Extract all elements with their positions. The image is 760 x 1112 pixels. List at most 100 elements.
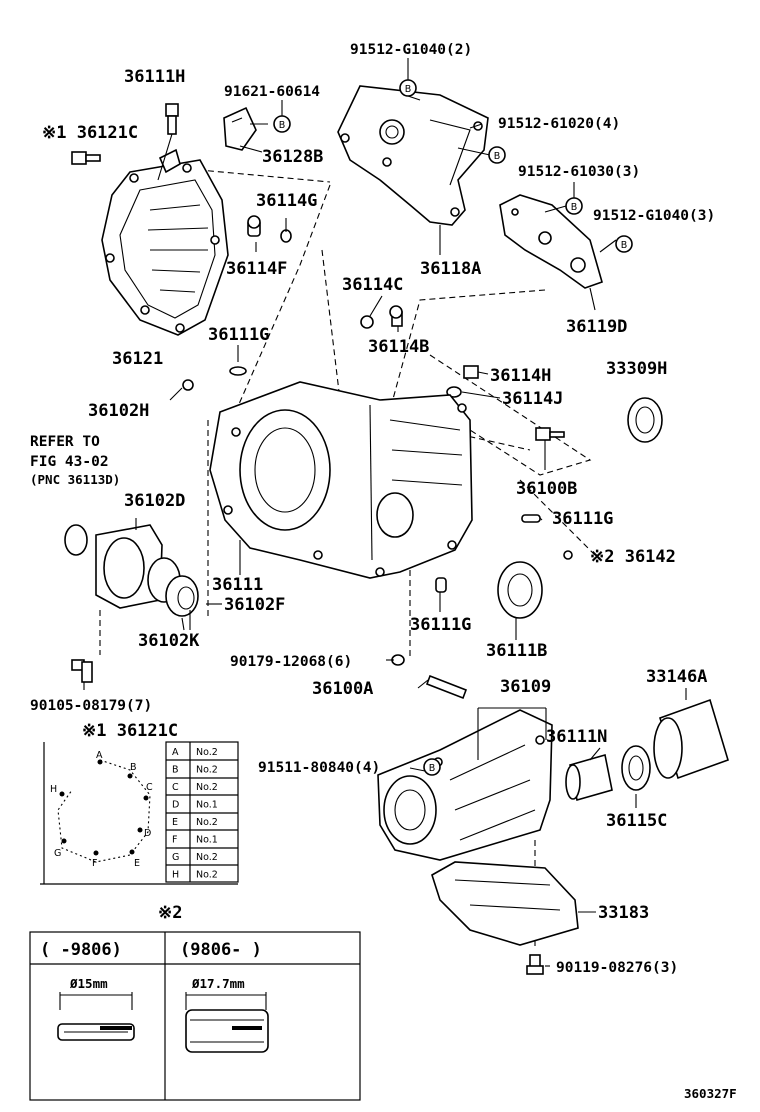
b-marker-3: B (494, 151, 501, 162)
label-91512-61030-3: 91512-61030(3) (518, 164, 640, 180)
label-36128b: 36128B (262, 147, 323, 167)
bolt-letter-c: C (146, 782, 153, 793)
label-36114h: 36114H (490, 366, 551, 386)
bolt-letter-g: G (54, 848, 61, 859)
b-marker-4: B (571, 202, 578, 213)
label-36111g-b: 36111G (552, 509, 613, 529)
label-33309h: 33309H (606, 359, 667, 379)
label-91512-g1040-2: 91512-G1040(2) (350, 42, 472, 58)
b-markers: B B B B B B (273, 79, 633, 776)
bolt-table-key: E (172, 817, 178, 828)
label-36119d: 36119D (566, 317, 627, 337)
small-parts (182, 215, 573, 666)
rear-cover-36121 (101, 148, 229, 336)
bolt-table-key: G (172, 852, 179, 863)
guard-33183 (431, 861, 596, 946)
label-36114c: 36114C (342, 275, 403, 295)
bracket-36119D (499, 194, 603, 311)
bolt-letter-f: F (92, 858, 97, 869)
bracket-36118A (337, 85, 489, 255)
label-36109: 36109 (500, 677, 551, 697)
label-36121c: ※1 36121C (42, 123, 138, 143)
extension-36102D (64, 524, 222, 630)
label-33146a: 33146A (646, 667, 707, 687)
label-91512-61020-4: 91512-61020(4) (498, 116, 620, 132)
adapter-36109 (377, 707, 553, 861)
seal-33309H (627, 397, 663, 443)
label-36111b: 36111B (486, 641, 547, 661)
bolt-table-value: No.1 (196, 800, 218, 811)
bolt-letter-a: A (96, 750, 103, 761)
seal-size-box: ( -9806) (9806- ) Ø15mm Ø17.7mm (29, 931, 361, 1101)
label-note2: ※2 (158, 903, 182, 923)
bolt-table-key: C (172, 782, 179, 793)
b-marker-6: B (429, 763, 436, 774)
label-36102f: 36102F (224, 595, 285, 615)
label-36111n: 36111N (546, 727, 607, 747)
bolt-table-value: No.2 (196, 870, 218, 881)
transfer-case-36111 (209, 381, 473, 579)
seal-col2-dim: Ø17.7mm (191, 976, 245, 991)
bolt-table-key: B (172, 765, 179, 776)
leader-lines (83, 58, 687, 967)
label-36111g-a: 36111G (208, 325, 269, 345)
label-36102k: 36102K (138, 631, 200, 651)
label-36114g: 36114G (256, 191, 317, 211)
bolt-table-value: No.2 (196, 782, 218, 793)
sleeves (565, 698, 729, 802)
label-36114f: 36114F (226, 259, 287, 279)
label-90119: 90119-08276(3) (556, 960, 678, 976)
plug-36111H (157, 103, 179, 181)
bolt-letter-e: E (134, 858, 140, 869)
label-36102h: 36102H (88, 401, 149, 421)
bolt-36100B (535, 427, 565, 470)
label-36111g-c: 36111G (410, 615, 471, 635)
label-36111h: 36111H (124, 67, 185, 87)
bolt-table-value: No.2 (196, 817, 218, 828)
bolt-table-key: D (172, 800, 179, 811)
bolt-table-key: A (172, 747, 179, 758)
refer-line-3: (PNC 36113D) (30, 472, 120, 487)
label-90179: 90179-12068(6) (230, 654, 352, 670)
label-91511: 91511-80840(4) (258, 760, 380, 776)
refer-line-1: REFER TO (30, 434, 100, 450)
bolt-table-key: H (172, 870, 179, 881)
label-36121: 36121 (112, 349, 163, 369)
b-marker-1: B (405, 84, 412, 95)
refer-line-2: FIG 43-02 (30, 454, 109, 470)
figure-id: 360327F (684, 1086, 737, 1101)
label-36111: 36111 (212, 575, 263, 595)
seal-col1-header: ( -9806) (40, 940, 122, 960)
label-36100b: 36100B (516, 479, 577, 499)
refer-note: REFER TO FIG 43-02 (PNC 36113D) (30, 434, 120, 487)
label-91512-g1040-3: 91512-G1040(3) (593, 208, 715, 224)
bolt-90105 (71, 659, 93, 683)
bolt-letter-h: H (50, 784, 57, 795)
bracket-36128B (223, 106, 263, 153)
seal-col1-dim: Ø15mm (69, 976, 108, 991)
label-36121c-table: ※1 36121C (82, 721, 178, 741)
bolt-letter-d: D (144, 828, 151, 839)
label-36114j: 36114J (502, 389, 563, 409)
bolt-table-value: No.2 (196, 765, 218, 776)
label-33183: 33183 (598, 903, 649, 923)
label-91621-60614: 91621-60614 (224, 84, 320, 100)
label-36118a: 36118A (420, 259, 481, 279)
seal-col2-header: (9806- ) (180, 940, 262, 960)
label-36114b: 36114B (368, 337, 429, 357)
label-36115c: 36115C (606, 811, 667, 831)
bolt-table-value: No.1 (196, 835, 218, 846)
bolt-table-key: F (172, 835, 177, 846)
bolt-table-value: No.2 (196, 852, 218, 863)
bolt-90119 (526, 954, 544, 975)
label-36142: ※2 36142 (590, 547, 676, 567)
stud-36100A (425, 674, 468, 700)
bolt-letter-b: B (130, 762, 137, 773)
label-36102d: 36102D (124, 491, 185, 511)
bolt-36121C (71, 151, 101, 165)
bolt-table-value: No.2 (196, 747, 218, 758)
bearing-36111B (497, 561, 543, 640)
label-90105: 90105-08179(7) (30, 698, 152, 714)
